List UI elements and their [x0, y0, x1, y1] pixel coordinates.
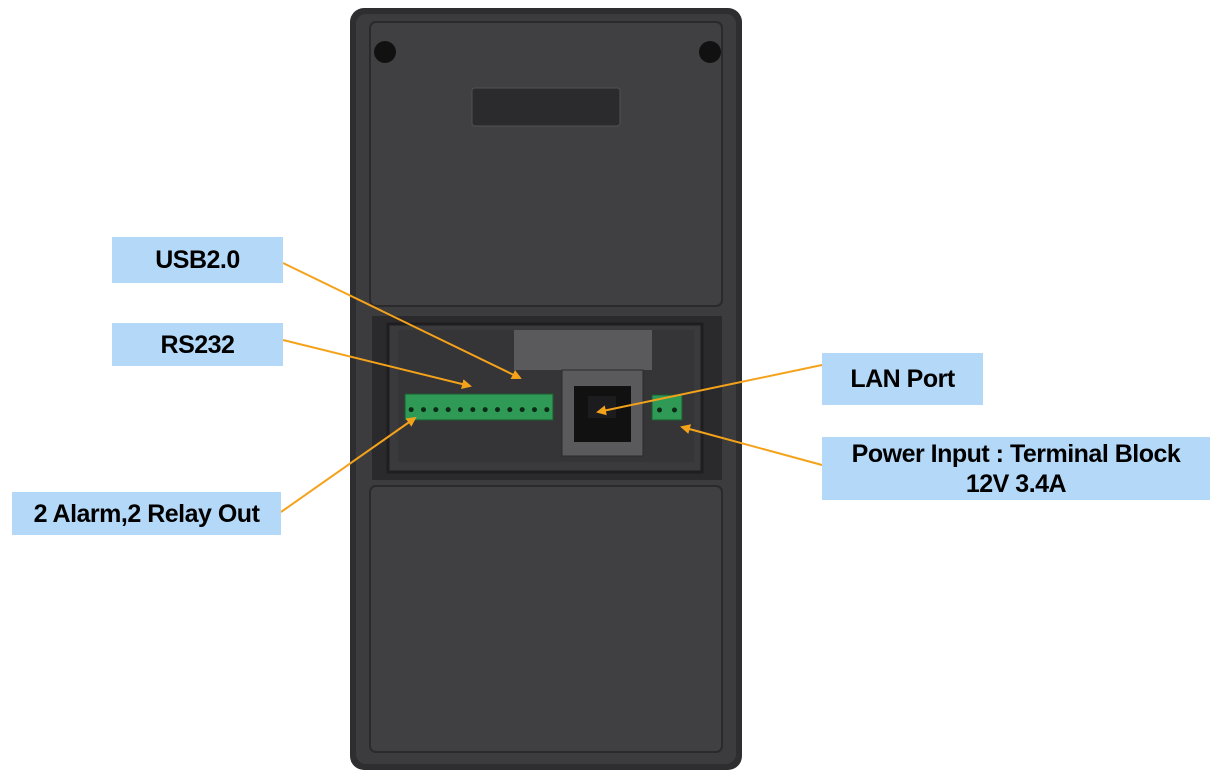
terminal-pin — [433, 407, 439, 413]
callout-arrows — [280, 262, 823, 513]
terminal-pin — [672, 407, 677, 413]
device-back-panel — [350, 8, 742, 770]
terminal-pin — [495, 407, 500, 413]
usb-label-text: USB2.0 — [155, 246, 240, 274]
terminal-pin — [470, 407, 476, 413]
terminal-pin — [544, 407, 550, 413]
lan-arrow — [596, 364, 823, 416]
power-label-line1: Power Input : Terminal Block — [851, 439, 1181, 468]
power-arrow — [680, 424, 823, 466]
power-label: Power Input : Terminal Block 12V 3.4A — [822, 437, 1210, 500]
terminal-pin — [482, 407, 488, 413]
terminal-pin — [507, 407, 513, 413]
handle-slot — [471, 87, 621, 127]
usb-label: USB2.0 — [112, 237, 283, 283]
screw-hole — [374, 41, 396, 63]
terminal-pin — [519, 407, 525, 413]
alarm-label-text: 2 Alarm,2 Relay Out — [33, 499, 260, 528]
screw-hole — [699, 41, 721, 63]
rs232-label-text: RS232 — [160, 330, 235, 359]
terminal-pin — [532, 407, 537, 413]
terminal-housing — [404, 393, 554, 421]
power-label-line2: 12V 3.4A — [965, 469, 1067, 498]
alarm-arrow — [280, 416, 417, 513]
alarm-relay-terminal-block — [404, 393, 554, 421]
lan-label-text: LAN Port — [850, 365, 955, 393]
terminal-pin — [445, 407, 451, 413]
terminal-pin — [408, 407, 414, 413]
alarm-relay-label: 2 Alarm,2 Relay Out — [12, 492, 281, 535]
terminal-pin — [657, 407, 662, 413]
rs232-arrow — [282, 339, 472, 389]
usb-arrow — [282, 262, 522, 380]
lan-port — [561, 369, 644, 457]
terminal-pin — [458, 407, 463, 413]
terminal-pin — [421, 407, 426, 413]
lan-label: LAN Port — [822, 353, 983, 405]
rs232-label: RS232 — [112, 323, 283, 366]
label-sticker-area — [514, 330, 652, 370]
